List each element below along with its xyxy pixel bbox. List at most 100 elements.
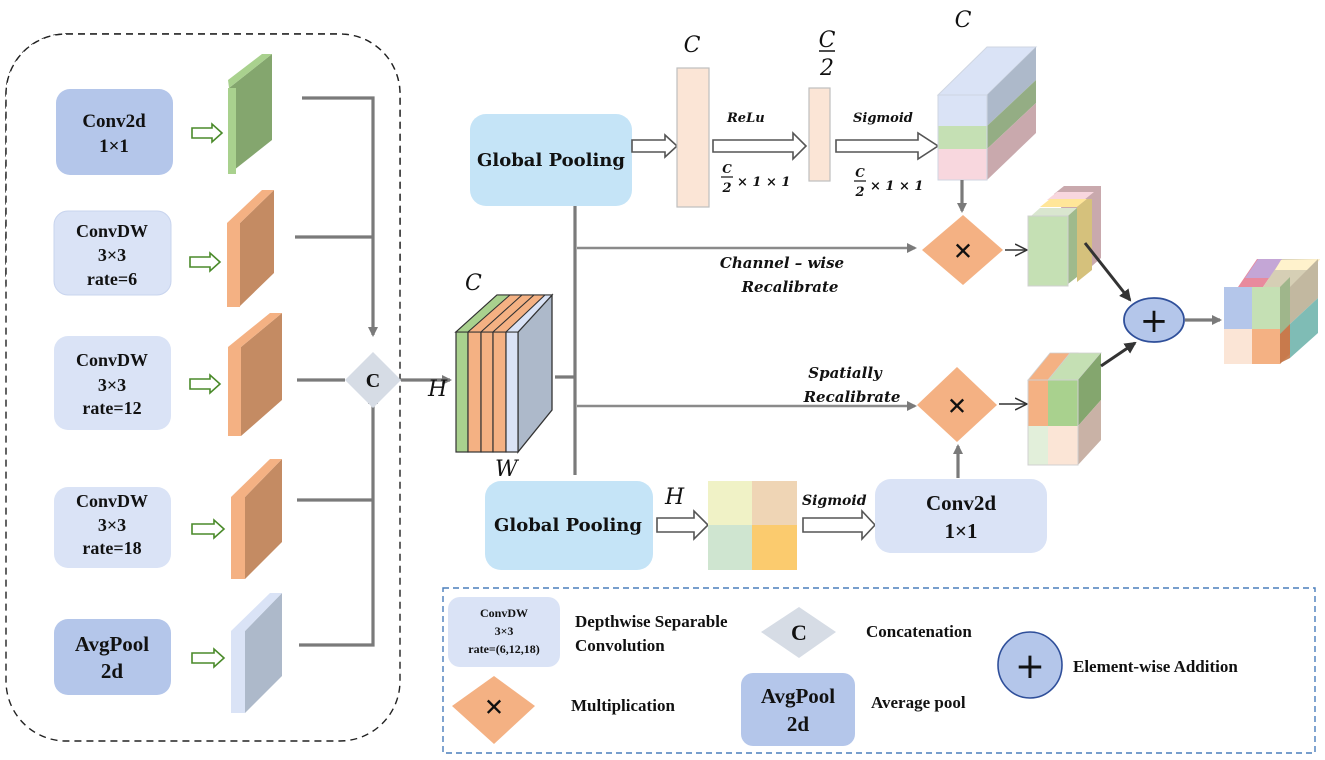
sigmoid-label-spatial: Sigmoid	[802, 493, 867, 509]
block-label-line: ConvDW	[76, 350, 148, 370]
spatial-to-add-arrow	[1100, 341, 1137, 368]
feature-map-pool	[231, 593, 282, 713]
add-symbol: +	[1140, 301, 1169, 341]
sigmoid-arrow-spatial	[802, 508, 877, 542]
concat-connectors	[295, 96, 378, 647]
global-pooling-spatial: Global Pooling	[485, 481, 653, 570]
fused-output-cube	[1224, 259, 1320, 364]
channel-weight-cube	[936, 46, 1038, 181]
sigmoid-dim-label: C 2 × 1 × 1	[854, 166, 923, 200]
cube-label-h: H	[427, 377, 448, 402]
feature-map-orange-3	[231, 459, 282, 579]
block-label-line: 1×1	[99, 136, 129, 157]
legend-label: Convolution	[575, 636, 665, 655]
legend-label: Depthwise Separable	[575, 612, 728, 631]
cube-label-w: W	[495, 457, 520, 482]
vector-label-c: C	[684, 33, 701, 58]
sigmoid-label-channel: Sigmoid	[853, 111, 913, 126]
half-c-label: C 2	[819, 28, 836, 81]
convdw-rate6-block: ConvDW 3×3 rate=6	[53, 210, 172, 296]
sigmoid-arrow-channel	[835, 131, 940, 161]
concat-operator: C	[345, 352, 401, 408]
global-pooling-label: Global Pooling	[494, 515, 642, 536]
block-label-line: rate=6	[87, 269, 137, 289]
legend-symbol-line: AvgPool	[761, 684, 835, 708]
dim-denominator: 2	[721, 181, 731, 196]
legend-symbol: +	[1015, 646, 1045, 687]
block-label-line: AvgPool	[75, 632, 149, 656]
global-pooling-label: Global Pooling	[477, 150, 625, 171]
block-output-arrows	[189, 122, 226, 669]
legend-symbol-line: rate=(6,12,18)	[468, 642, 539, 656]
spatial-conv2d-block: Conv2d 1×1	[875, 479, 1047, 553]
block-label-line: 3×3	[98, 375, 126, 395]
channel-recalibrate-line2: Recalibrate	[741, 278, 839, 296]
concat-label: C	[366, 370, 380, 392]
legend-label: Concatenation	[866, 622, 972, 641]
legend-multiply-symbol	[452, 676, 535, 744]
block-label-line: 3×3	[98, 515, 126, 535]
feature-map-green	[228, 54, 272, 174]
legend-label: Element-wise Addition	[1073, 657, 1238, 676]
block-label-line: 1×1	[945, 519, 978, 543]
feature-map-orange-1	[227, 190, 274, 307]
block-label-line: rate=18	[82, 538, 141, 558]
pooling-to-vector-arrow	[631, 133, 679, 159]
legend-symbol-line: 2d	[787, 712, 810, 736]
multiply-symbol: ×	[953, 233, 972, 270]
convdw-rate18-block: ConvDW 3×3 rate=18	[54, 487, 171, 568]
channel-vector-c	[676, 67, 710, 208]
legend-symbol-line: ConvDW	[480, 606, 528, 620]
element-wise-add-operator: +	[1123, 297, 1185, 343]
conv2d-1x1-block: Conv2d 1×1	[56, 89, 173, 175]
convdw-rate12-block: ConvDW 3×3 rate=12	[54, 336, 171, 430]
channel-vector-half	[808, 87, 831, 182]
legend-label: Average pool	[871, 693, 966, 712]
half-denominator: 2	[819, 56, 834, 81]
legend-symbol-line: 3×3	[495, 624, 514, 638]
spatial-multiply-operator: ×	[917, 367, 997, 442]
channel-recalibrate-line1: Channel – wise	[720, 254, 844, 272]
block-label-line: 3×3	[98, 245, 126, 265]
multiply-symbol: ×	[947, 388, 966, 425]
spatial-attention-map	[708, 481, 797, 570]
spatial-pooling-arrow	[656, 509, 710, 541]
channel-recalibrated-map	[1027, 186, 1101, 287]
legend-item-addition: + Element-wise Addition	[997, 631, 1238, 699]
legend-box	[442, 587, 1316, 754]
channel-to-add-arrow	[1083, 242, 1132, 302]
block-label-line: 2d	[101, 659, 124, 683]
cube-label-c: C	[465, 271, 482, 296]
half-numerator: C	[819, 28, 836, 53]
dim-numerator: C	[855, 166, 865, 180]
legend-item-multiplication: × Multiplication	[452, 676, 675, 744]
spatial-recalibrate-line2: Recalibrate	[803, 388, 901, 406]
legend-avgpool-symbol	[741, 673, 855, 746]
concatenated-feature-cube	[454, 293, 554, 454]
dim-denominator: 2	[854, 185, 864, 200]
dim-numerator: C	[722, 162, 732, 176]
legend-symbol: ×	[484, 689, 503, 726]
branch-trunk	[555, 205, 917, 475]
legend-label: Multiplication	[571, 696, 675, 715]
block-label-line: ConvDW	[76, 221, 148, 241]
block-label-line: Conv2d	[82, 111, 146, 132]
block-label-line: ConvDW	[76, 491, 148, 511]
relu-label: ReLu	[726, 111, 765, 126]
block-label-line: rate=12	[82, 398, 141, 418]
spatial-recalibrate-line1: Spatially	[808, 364, 883, 382]
spatial-recalibrated-map	[1027, 352, 1102, 466]
legend-symbol: C	[791, 620, 807, 645]
dim-rest: × 1 × 1	[737, 175, 790, 190]
weight-cube-label-c: C	[955, 8, 972, 33]
channel-multiply-operator: ×	[922, 215, 1003, 285]
legend-item-depthwise: ConvDW 3×3 rate=(6,12,18) Depthwise Sepa…	[448, 597, 728, 667]
feature-map-orange-2	[228, 313, 282, 436]
dim-rest: × 1 × 1	[870, 179, 923, 194]
relu-arrow	[712, 131, 808, 161]
spatial-label-h: H	[664, 485, 685, 510]
block-label-line: Conv2d	[926, 491, 996, 515]
global-pooling-channel: Global Pooling	[470, 114, 632, 206]
legend-concat-symbol	[761, 607, 836, 658]
